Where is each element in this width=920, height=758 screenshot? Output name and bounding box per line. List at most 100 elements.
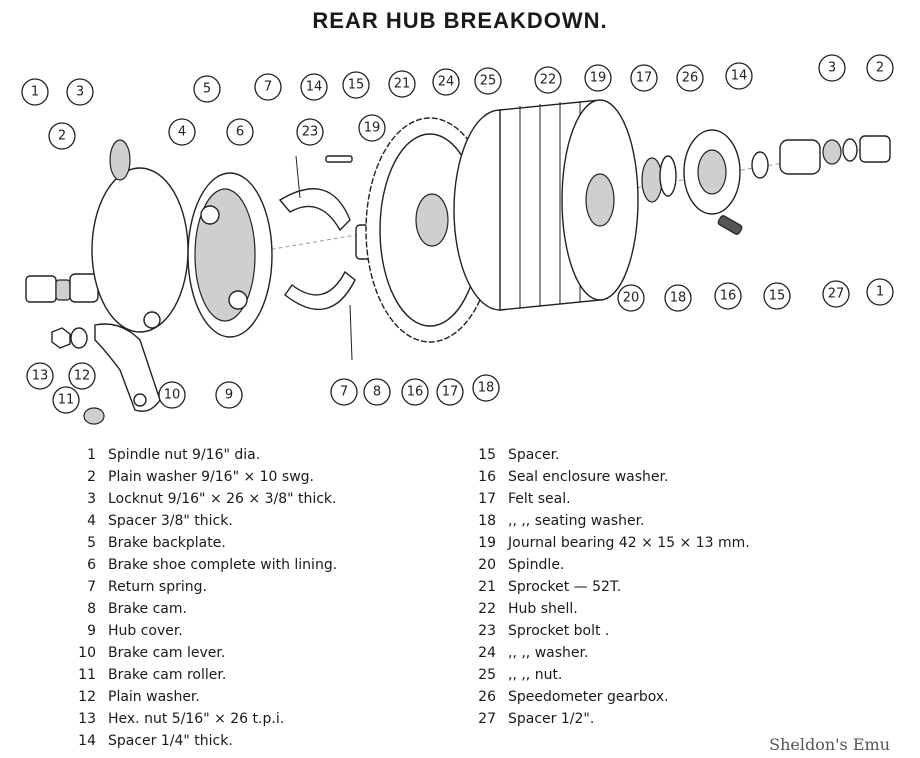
part-number: 4 <box>87 513 96 529</box>
svg-text:2: 2 <box>876 61 884 76</box>
svg-text:24: 24 <box>438 75 455 90</box>
part-list-item: 10 Brake cam lever. <box>70 642 337 664</box>
part-number: 20 <box>478 557 496 573</box>
svg-text:7: 7 <box>264 80 272 95</box>
hub-shell <box>453 99 639 311</box>
diagram-title: REAR HUB BREAKDOWN. <box>312 8 608 33</box>
part-number: 13 <box>78 711 96 727</box>
svg-text:12: 12 <box>74 369 91 384</box>
right-seal-washer <box>641 157 663 203</box>
part-label: ,, ,, nut. <box>508 667 563 683</box>
hex-nut <box>51 327 71 349</box>
callout-13: 13 <box>26 362 54 390</box>
part-label: Spacer 1/2". <box>508 711 595 727</box>
callout-23: 23 <box>296 118 324 146</box>
part-number: 18 <box>478 513 496 529</box>
callout-4: 4 <box>168 118 196 146</box>
brake-cam-lever <box>94 323 161 412</box>
right-spindle-nut <box>859 135 891 163</box>
callout-11: 11 <box>52 386 80 414</box>
right-felt-seal <box>659 155 677 197</box>
part-label: Brake cam. <box>108 601 187 617</box>
callout-18: 18 <box>472 374 500 402</box>
part-label: Journal bearing 42 × 15 × 13 mm. <box>508 535 750 551</box>
part-label: Brake backplate. <box>108 535 226 551</box>
callout-5: 5 <box>193 75 221 103</box>
part-label: Spindle. <box>508 557 565 573</box>
callout-8: 8 <box>363 378 391 406</box>
callout-25: 25 <box>474 67 502 95</box>
part-number: 8 <box>87 601 96 617</box>
svg-text:3: 3 <box>76 85 84 100</box>
svg-text:1: 1 <box>31 85 39 100</box>
cam-lever-hole-icon <box>133 393 147 407</box>
svg-text:27: 27 <box>828 287 845 302</box>
hub-cover-disc <box>91 139 189 333</box>
callout-19: 19 <box>584 64 612 92</box>
svg-text:1: 1 <box>876 285 884 300</box>
svg-text:17: 17 <box>636 71 653 86</box>
part-label: Spacer. <box>508 447 560 463</box>
part-label: Hub shell. <box>508 601 578 617</box>
part-number: 16 <box>478 469 496 485</box>
callout-21: 21 <box>388 70 416 98</box>
brake-backplate <box>187 172 273 338</box>
callout-7: 7 <box>254 73 282 101</box>
svg-text:10: 10 <box>164 388 181 403</box>
speedometer-gearbox <box>683 129 743 235</box>
callout-18: 18 <box>664 284 692 312</box>
callout-2: 2 <box>866 54 894 82</box>
callout-16: 16 <box>401 378 429 406</box>
callout-27: 27 <box>822 280 850 308</box>
part-list-item: 20 Spindle. <box>470 554 750 576</box>
svg-text:6: 6 <box>236 125 244 140</box>
part-number: 2 <box>87 469 96 485</box>
part-label: Speedometer gearbox. <box>508 689 669 705</box>
callout-17: 17 <box>630 64 658 92</box>
part-number: 25 <box>478 667 496 683</box>
svg-text:8: 8 <box>373 385 381 400</box>
callout-12: 12 <box>68 362 96 390</box>
part-label: Brake cam lever. <box>108 645 226 661</box>
part-label: Sprocket bolt . <box>508 623 610 639</box>
callout-10: 10 <box>158 381 186 409</box>
svg-text:13: 13 <box>32 369 49 384</box>
part-list-item: 8 Brake cam. <box>70 598 337 620</box>
part-number: 10 <box>78 645 96 661</box>
svg-text:11: 11 <box>58 393 75 408</box>
svg-text:19: 19 <box>590 71 607 86</box>
part-label: Hub cover. <box>108 623 183 639</box>
svg-text:18: 18 <box>670 291 687 306</box>
svg-text:7: 7 <box>340 385 348 400</box>
callout-15: 15 <box>342 71 370 99</box>
callout-14: 14 <box>725 62 753 90</box>
callout-2: 2 <box>48 122 76 150</box>
left-spindle-nut <box>25 273 99 303</box>
svg-text:16: 16 <box>720 289 737 304</box>
part-label: Return spring. <box>108 579 207 595</box>
svg-text:20: 20 <box>623 291 640 306</box>
part-number: 3 <box>87 491 96 507</box>
part-list-item: 24,, ,, washer. <box>470 642 750 664</box>
part-number: 22 <box>478 601 496 617</box>
callout-16: 16 <box>714 282 742 310</box>
part-label: Sprocket — 52T. <box>508 579 622 595</box>
part-number: 26 <box>478 689 496 705</box>
